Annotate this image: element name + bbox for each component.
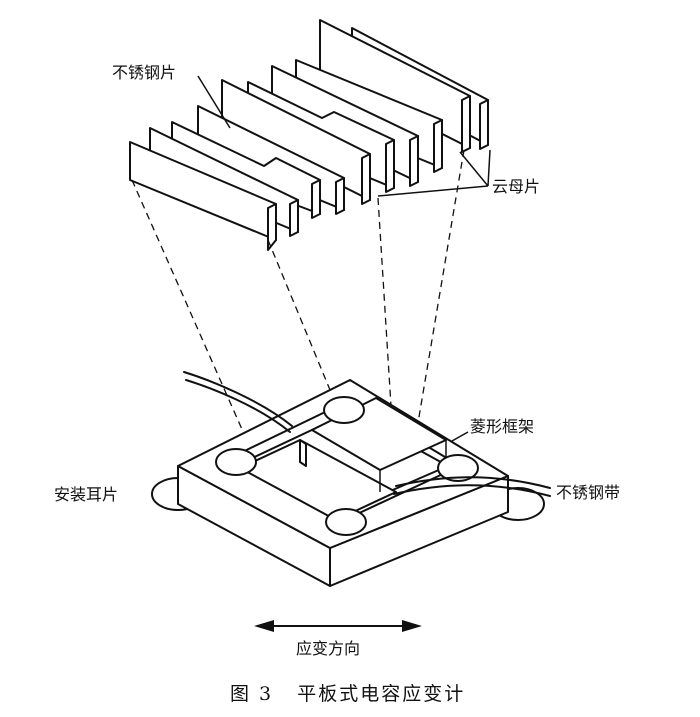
figure-caption: 图 3 平板式电容应变计 xyxy=(230,683,465,705)
diamond-frame-base xyxy=(151,379,545,587)
label-strain-direction: 应变方向 xyxy=(296,639,360,658)
plate-stack xyxy=(129,19,489,251)
strain-direction-arrow xyxy=(254,620,422,632)
label-stainless-strip: 不锈钢带 xyxy=(556,483,620,502)
label-stainless-plates: 不锈钢片 xyxy=(112,63,176,82)
plate-1 xyxy=(129,141,277,251)
label-mounting-ears: 安装耳片 xyxy=(54,485,118,504)
label-mica-plates: 云母片 xyxy=(492,177,540,196)
plate-5 xyxy=(221,79,371,205)
label-diamond-frame: 菱形框架 xyxy=(470,417,534,436)
stainless-strip xyxy=(183,371,551,497)
